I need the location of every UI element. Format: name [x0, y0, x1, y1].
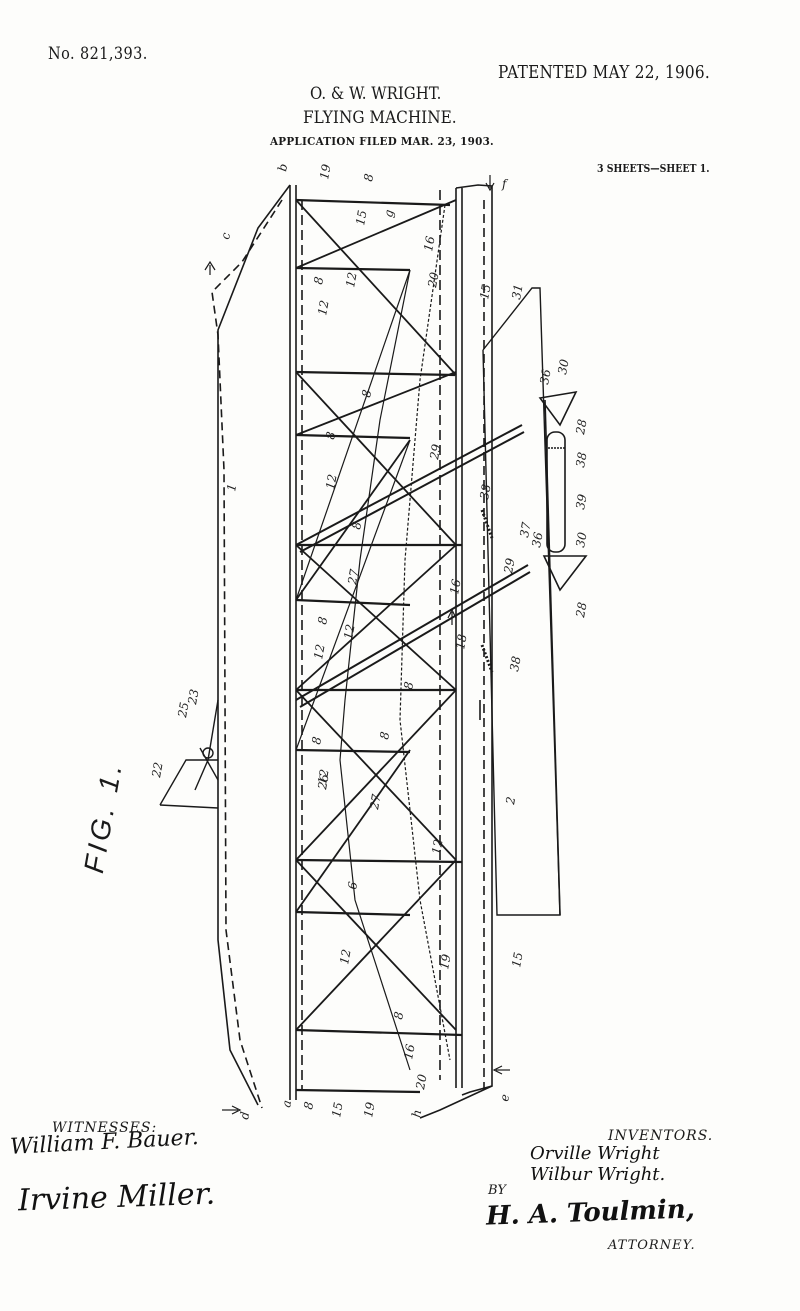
svg-text:31: 31: [509, 283, 525, 300]
svg-text:37: 37: [517, 521, 534, 539]
diagonal-bracing: [296, 200, 456, 1030]
witness-signature-2: Irvine Miller.: [17, 1177, 215, 1219]
svg-text:19: 19: [361, 1101, 378, 1119]
svg-text:b: b: [275, 163, 290, 173]
svg-text:39: 39: [573, 493, 590, 511]
svg-text:18: 18: [453, 633, 470, 651]
svg-text:22: 22: [149, 761, 166, 779]
svg-text:15: 15: [353, 209, 369, 226]
svg-text:12: 12: [315, 299, 331, 316]
control-cables: [296, 205, 450, 1070]
svg-text:15: 15: [509, 951, 525, 968]
svg-text:8: 8: [309, 735, 324, 745]
svg-text:29: 29: [427, 443, 444, 462]
svg-text:30: 30: [555, 358, 572, 376]
svg-text:12: 12: [429, 838, 445, 855]
svg-text:h: h: [409, 1108, 424, 1118]
svg-text:12: 12: [323, 473, 339, 490]
svg-text:8: 8: [401, 680, 416, 690]
svg-text:8: 8: [349, 520, 364, 530]
svg-text:38: 38: [477, 483, 494, 501]
svg-text:a: a: [279, 1099, 294, 1108]
svg-text:8: 8: [315, 615, 330, 625]
svg-text:12: 12: [311, 643, 327, 660]
svg-text:8: 8: [311, 275, 326, 285]
svg-text:20: 20: [413, 1073, 430, 1092]
svg-text:d: d: [237, 1110, 252, 1120]
svg-text:27: 27: [367, 793, 384, 812]
svg-text:c: c: [218, 231, 233, 240]
svg-text:27: 27: [345, 568, 362, 587]
svg-text:20: 20: [425, 271, 442, 290]
svg-text:26: 26: [315, 773, 332, 792]
svg-text:8: 8: [301, 1100, 316, 1110]
svg-text:28: 28: [573, 601, 590, 620]
svg-text:6: 6: [345, 880, 360, 890]
svg-text:16: 16: [447, 578, 464, 596]
svg-text:38: 38: [507, 655, 524, 673]
svg-text:1: 1: [224, 483, 239, 493]
svg-text:g: g: [381, 208, 396, 218]
svg-text:19: 19: [317, 163, 334, 181]
svg-text:12: 12: [341, 623, 357, 640]
svg-text:e: e: [497, 1093, 512, 1102]
svg-text:38: 38: [573, 451, 590, 469]
svg-text:8: 8: [391, 1010, 406, 1020]
svg-text:f: f: [501, 177, 509, 191]
upper-wing: [212, 185, 302, 1108]
reference-labels: b 19 8 f c 15 g 16 20 12 8 12 15 31 36 3…: [149, 163, 590, 1121]
attorney-label: ATTORNEY.: [608, 1238, 696, 1253]
svg-text:12: 12: [337, 948, 353, 965]
svg-text:8: 8: [361, 172, 376, 182]
inventors-label: INVENTORS.: [608, 1128, 713, 1144]
svg-text:2: 2: [503, 796, 518, 807]
svg-text:28: 28: [573, 418, 590, 437]
outriggers: [296, 425, 530, 707]
svg-text:30: 30: [573, 531, 590, 549]
svg-text:12: 12: [343, 271, 359, 288]
svg-text:8: 8: [377, 730, 392, 740]
svg-text:16: 16: [401, 1043, 418, 1061]
lower-wing: [420, 185, 492, 1118]
elevator: [480, 288, 586, 915]
svg-text:15: 15: [477, 283, 493, 300]
inventor-signature-1: Orville Wright: [530, 1143, 660, 1164]
svg-text:19: 19: [437, 953, 454, 971]
svg-text:16: 16: [421, 235, 438, 253]
svg-text:8: 8: [323, 430, 338, 440]
svg-text:8: 8: [359, 388, 374, 398]
svg-text:25: 25: [175, 701, 192, 719]
by-label: BY: [488, 1183, 506, 1198]
svg-text:29: 29: [501, 557, 518, 576]
svg-text:36: 36: [537, 368, 554, 386]
inventor-signature-2: Wilbur Wright.: [530, 1164, 665, 1185]
svg-text:15: 15: [329, 1101, 345, 1118]
